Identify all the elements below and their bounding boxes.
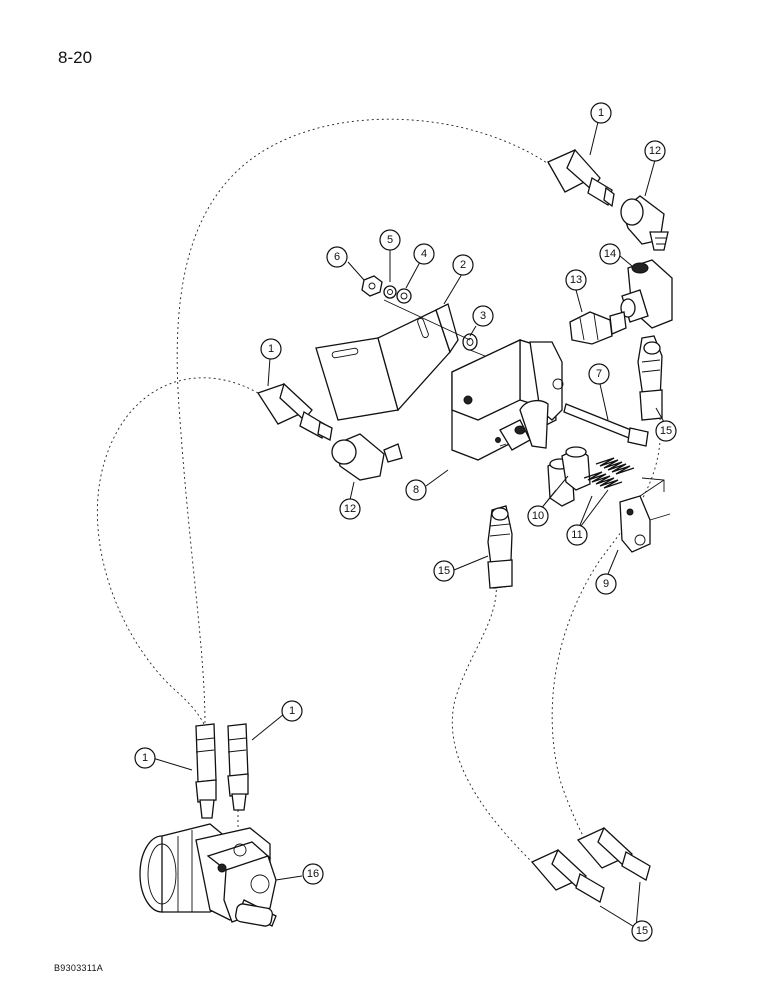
callout-15-right: 15: [655, 420, 677, 442]
callout-14: 14: [599, 243, 621, 265]
callout-7: 7: [588, 363, 610, 385]
hose-left-loop: [97, 377, 259, 761]
svg-text:1: 1: [289, 705, 295, 717]
mounting-bracket: [315, 303, 459, 421]
hose-center-down: [451, 579, 531, 861]
callout-1-motor-right: 1: [281, 700, 303, 722]
svg-text:8: 8: [413, 484, 419, 496]
svg-text:3: 3: [480, 310, 486, 322]
callout-16: 16: [302, 863, 324, 885]
hose-fitting-top-right: [547, 148, 615, 208]
hose-fitting-left: [257, 382, 333, 441]
callout-1-top: 1: [590, 102, 612, 124]
flat-washer: [396, 288, 412, 304]
callout-1-motor-left: 1: [134, 747, 156, 769]
pins: [547, 446, 591, 507]
hydraulic-motor: [139, 823, 277, 927]
callout-8: 8: [405, 479, 427, 501]
valve-body: [451, 338, 564, 461]
svg-text:7: 7: [596, 368, 602, 380]
svg-text:5: 5: [387, 234, 393, 246]
svg-text:2: 2: [460, 259, 466, 271]
adapter-fitting: [569, 311, 627, 345]
tee-fitting: [620, 259, 673, 329]
swivel-fitting-center: [487, 505, 513, 589]
svg-text:15: 15: [636, 925, 648, 937]
svg-text:1: 1: [598, 107, 604, 119]
hose-fitting-bottom-right-lower: [530, 848, 605, 903]
callout-1-left: 1: [260, 338, 282, 360]
svg-text:9: 9: [603, 578, 609, 590]
svg-text:15: 15: [660, 425, 672, 437]
callout-12-left: 12: [339, 498, 361, 520]
callout-9: 9: [595, 573, 617, 595]
hose-fitting-bottom-right-upper: [576, 826, 651, 881]
swivel-fitting-right: [637, 335, 663, 421]
callout-4: 4: [413, 243, 435, 265]
svg-text:12: 12: [344, 503, 356, 515]
callout-15-center: 15: [433, 560, 455, 582]
motor-hose-fitting-left: [195, 723, 217, 819]
callout-10: 10: [527, 505, 549, 527]
spacer: [462, 333, 478, 351]
svg-text:11: 11: [571, 529, 582, 541]
callout-11: 11: [566, 524, 588, 546]
hose-right-down: [551, 417, 661, 841]
callout-6: 6: [326, 246, 348, 268]
svg-text:1: 1: [142, 752, 148, 764]
callout-15-bottom: 15: [631, 920, 653, 942]
lock-washer: [383, 285, 397, 299]
callout-2: 2: [452, 254, 474, 276]
svg-text:13: 13: [570, 274, 582, 286]
valve-cover-plate: [619, 477, 671, 553]
svg-text:14: 14: [604, 248, 616, 260]
svg-text:6: 6: [334, 251, 340, 263]
motor-hose-fitting-right: [227, 723, 249, 811]
elbow-fitting-left: [331, 433, 403, 481]
elbow-fitting-top: [620, 195, 669, 251]
callout-12-top: 12: [644, 140, 666, 162]
bolt: [563, 403, 649, 447]
callout-13: 13: [565, 269, 587, 291]
svg-text:1: 1: [268, 343, 274, 355]
callout-3: 3: [472, 305, 494, 327]
svg-text:10: 10: [532, 510, 544, 522]
page-number: 8-20: [58, 48, 93, 67]
svg-text:4: 4: [421, 248, 427, 260]
figure-code: B9303311A: [54, 963, 104, 973]
svg-text:15: 15: [438, 565, 450, 577]
svg-text:12: 12: [649, 145, 661, 157]
nut: [361, 275, 383, 297]
svg-text:16: 16: [307, 868, 319, 880]
springs: [583, 457, 635, 489]
callout-5: 5: [379, 229, 401, 251]
